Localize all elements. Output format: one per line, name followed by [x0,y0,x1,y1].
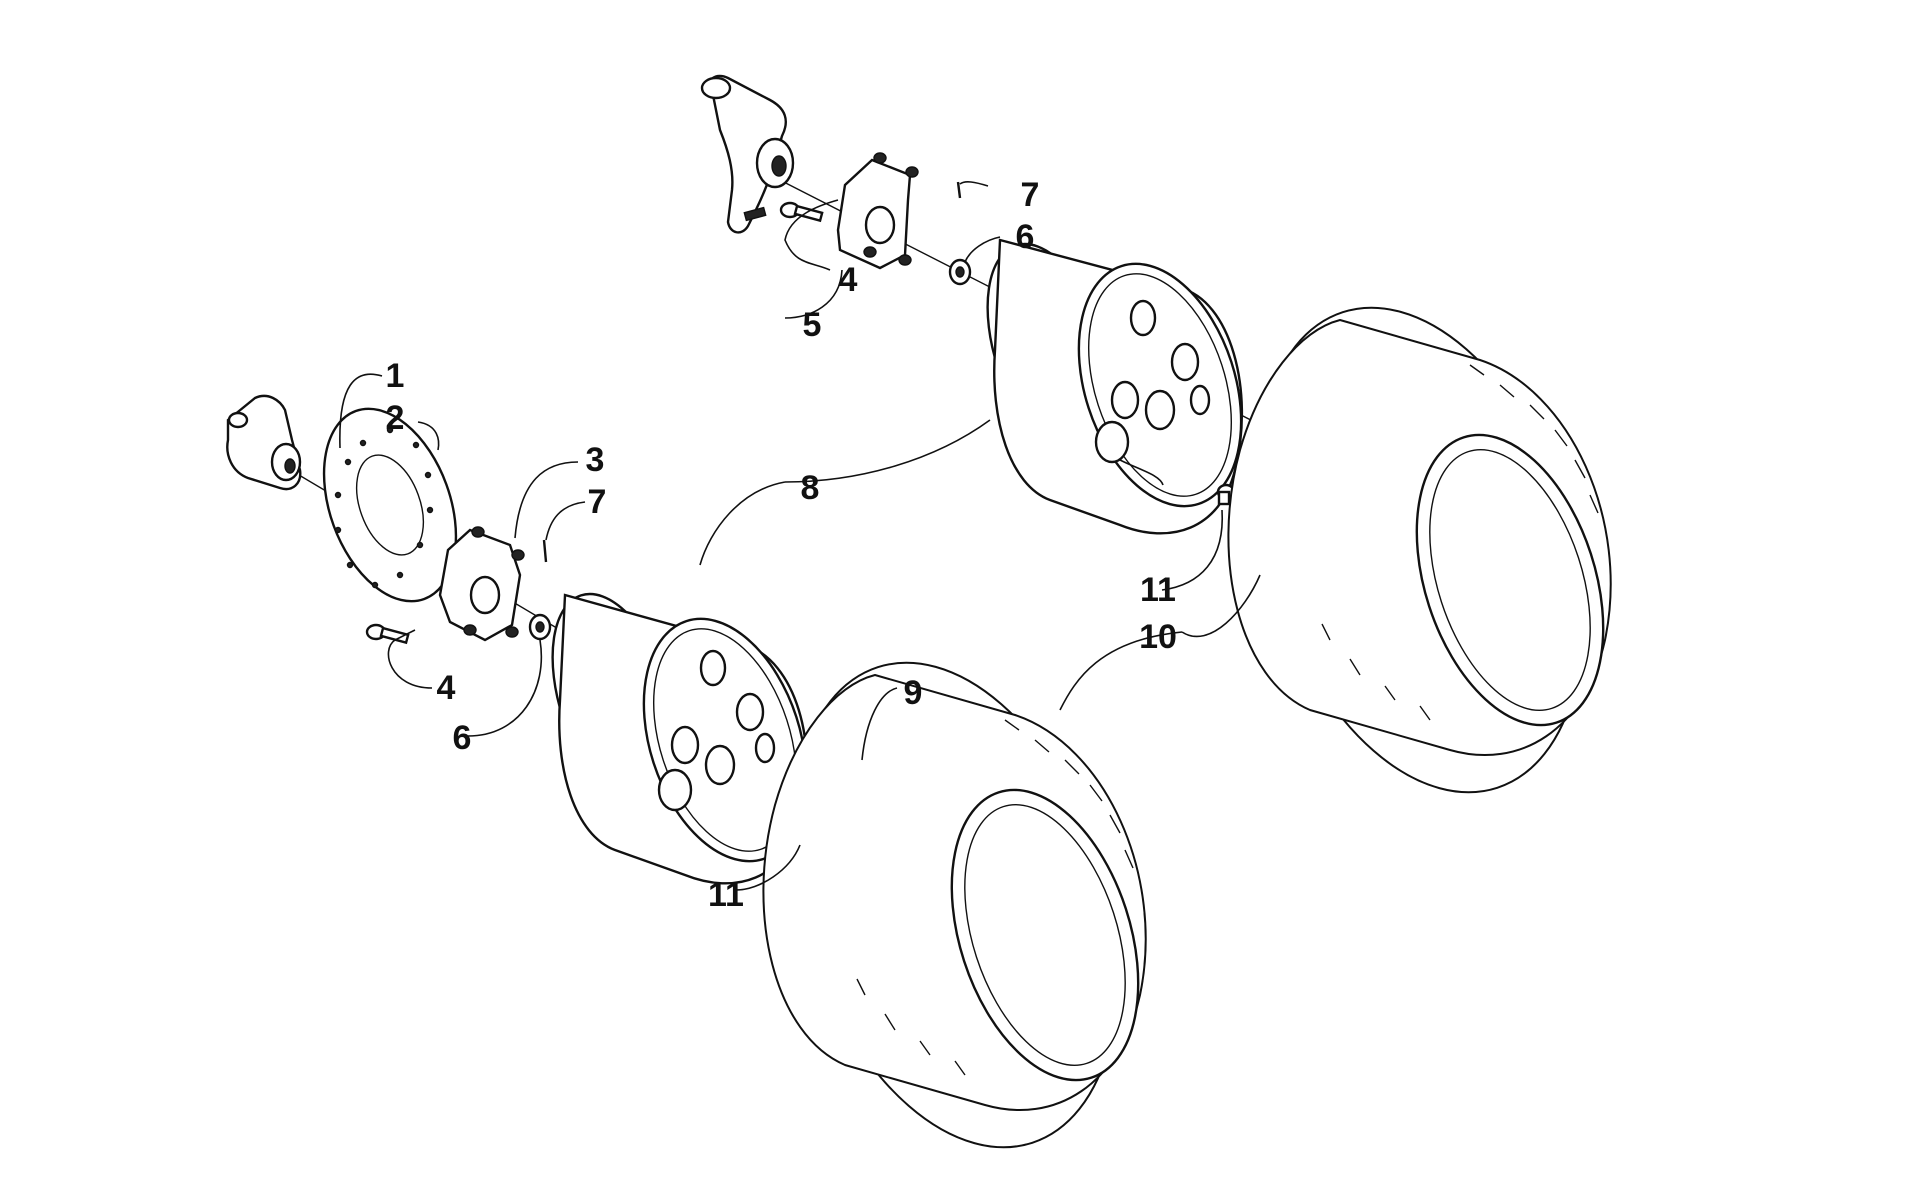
callout-10: 10 [1139,618,1177,656]
callout-3: 3 [586,441,605,479]
upper-wheel-assembly [700,74,1612,794]
callout-11-lower: 11 [708,876,744,914]
lower-hub [438,526,525,642]
upper-knuckle [700,74,795,234]
lower-brake-disc [322,407,458,603]
upper-stud [779,201,824,223]
callout-4-lower: 4 [437,669,456,707]
lower-nut [528,613,552,641]
callout-11-upper: 11 [1140,571,1176,609]
callout-7-upper: 7 [1021,176,1040,214]
leader-lines [339,181,1261,891]
callout-7-lower: 7 [588,483,607,521]
lower-tire [762,661,1147,1149]
callout-1: 1 [386,357,405,395]
callout-4-upper: 4 [839,261,858,299]
lower-rim [551,592,808,885]
upper-nut [948,258,972,286]
lower-cotter-pin [542,539,548,563]
upper-hub [836,152,919,270]
callout-9: 9 [904,674,923,712]
lower-stud [365,623,410,645]
callout-6-lower: 6 [453,719,472,757]
lower-knuckle [226,394,302,491]
upper-cotter-pin [956,181,962,199]
callout-labels: 1 2 3 4 4 5 6 6 7 7 8 9 10 11 11 [386,176,1177,914]
upper-tire [1227,306,1612,794]
callout-6-upper: 6 [1016,218,1035,256]
lower-wheel-assembly [226,394,1147,1149]
callout-8: 8 [801,469,820,507]
callout-5: 5 [803,306,822,344]
callout-2: 2 [386,399,405,437]
upper-rim [986,238,1244,535]
